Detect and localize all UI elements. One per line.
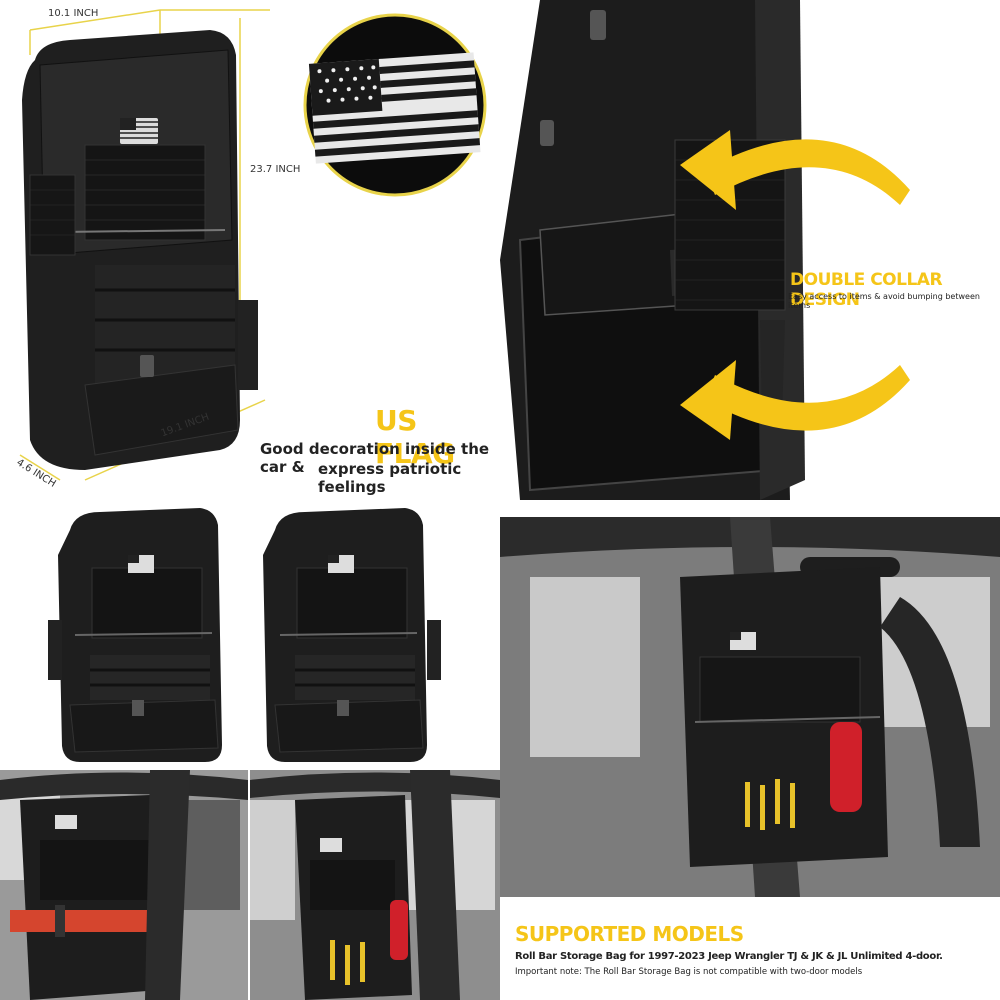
- caption-panel: [500, 897, 1000, 1000]
- bag-interior-illustration: [500, 0, 910, 500]
- storage-bag: [22, 30, 258, 470]
- supported-models-note: Important note: The Roll Bar Storage Bag…: [515, 967, 863, 977]
- width-dimension-label: 10.1 INCH: [48, 8, 99, 19]
- fire-extinguisher: [390, 900, 408, 960]
- car-interior-scene-3: [500, 517, 1000, 1000]
- bottom-curved-arrow: [680, 360, 910, 440]
- car-photo-left: [0, 770, 248, 1000]
- bag-dimension-illustration: [19, 9, 487, 481]
- supported-models-desc: Roll Bar Storage Bag for 1997-2023 Jeep …: [515, 951, 943, 962]
- red-tool: [10, 910, 160, 932]
- double-collar-title: DOUBLE COLLAR DESIGN: [790, 270, 943, 310]
- double-collar-subtitle: Easy access to items & avoid bumping bet…: [788, 292, 980, 310]
- top-curved-arrow: [680, 130, 910, 210]
- fire-extinguisher: [830, 722, 862, 812]
- us-flag-desc-line2: express patriotic feelings: [318, 460, 462, 496]
- bag-pair-tile: [0, 500, 500, 770]
- supported-models-title: SUPPORTED MODELS: [515, 922, 744, 946]
- bag-pair-illustration: [48, 508, 441, 762]
- us-flag-desc-line1: Good decoration inside the car &: [260, 440, 490, 476]
- left-bag: [48, 508, 222, 762]
- flag-zoom-circle: [303, 13, 487, 197]
- dimension-tile: 10.1 INCH 23.7 INCH 19.1 INCH 4.6 INCH U…: [0, 0, 500, 500]
- us-flag-title: US FLAG: [375, 404, 455, 470]
- supported-models-tile: SUPPORTED MODELS Roll Bar Storage Bag fo…: [500, 517, 1000, 1000]
- car-interior-scene-1: [0, 770, 248, 1000]
- height-dimension-label: 23.7 INCH: [250, 164, 301, 175]
- car-photo-middle: [250, 770, 500, 1000]
- car-interior-scene-2: [250, 770, 500, 1000]
- right-bag: [263, 508, 441, 762]
- double-collar-tile: DOUBLE COLLAR DESIGN Easy access to item…: [500, 0, 1000, 500]
